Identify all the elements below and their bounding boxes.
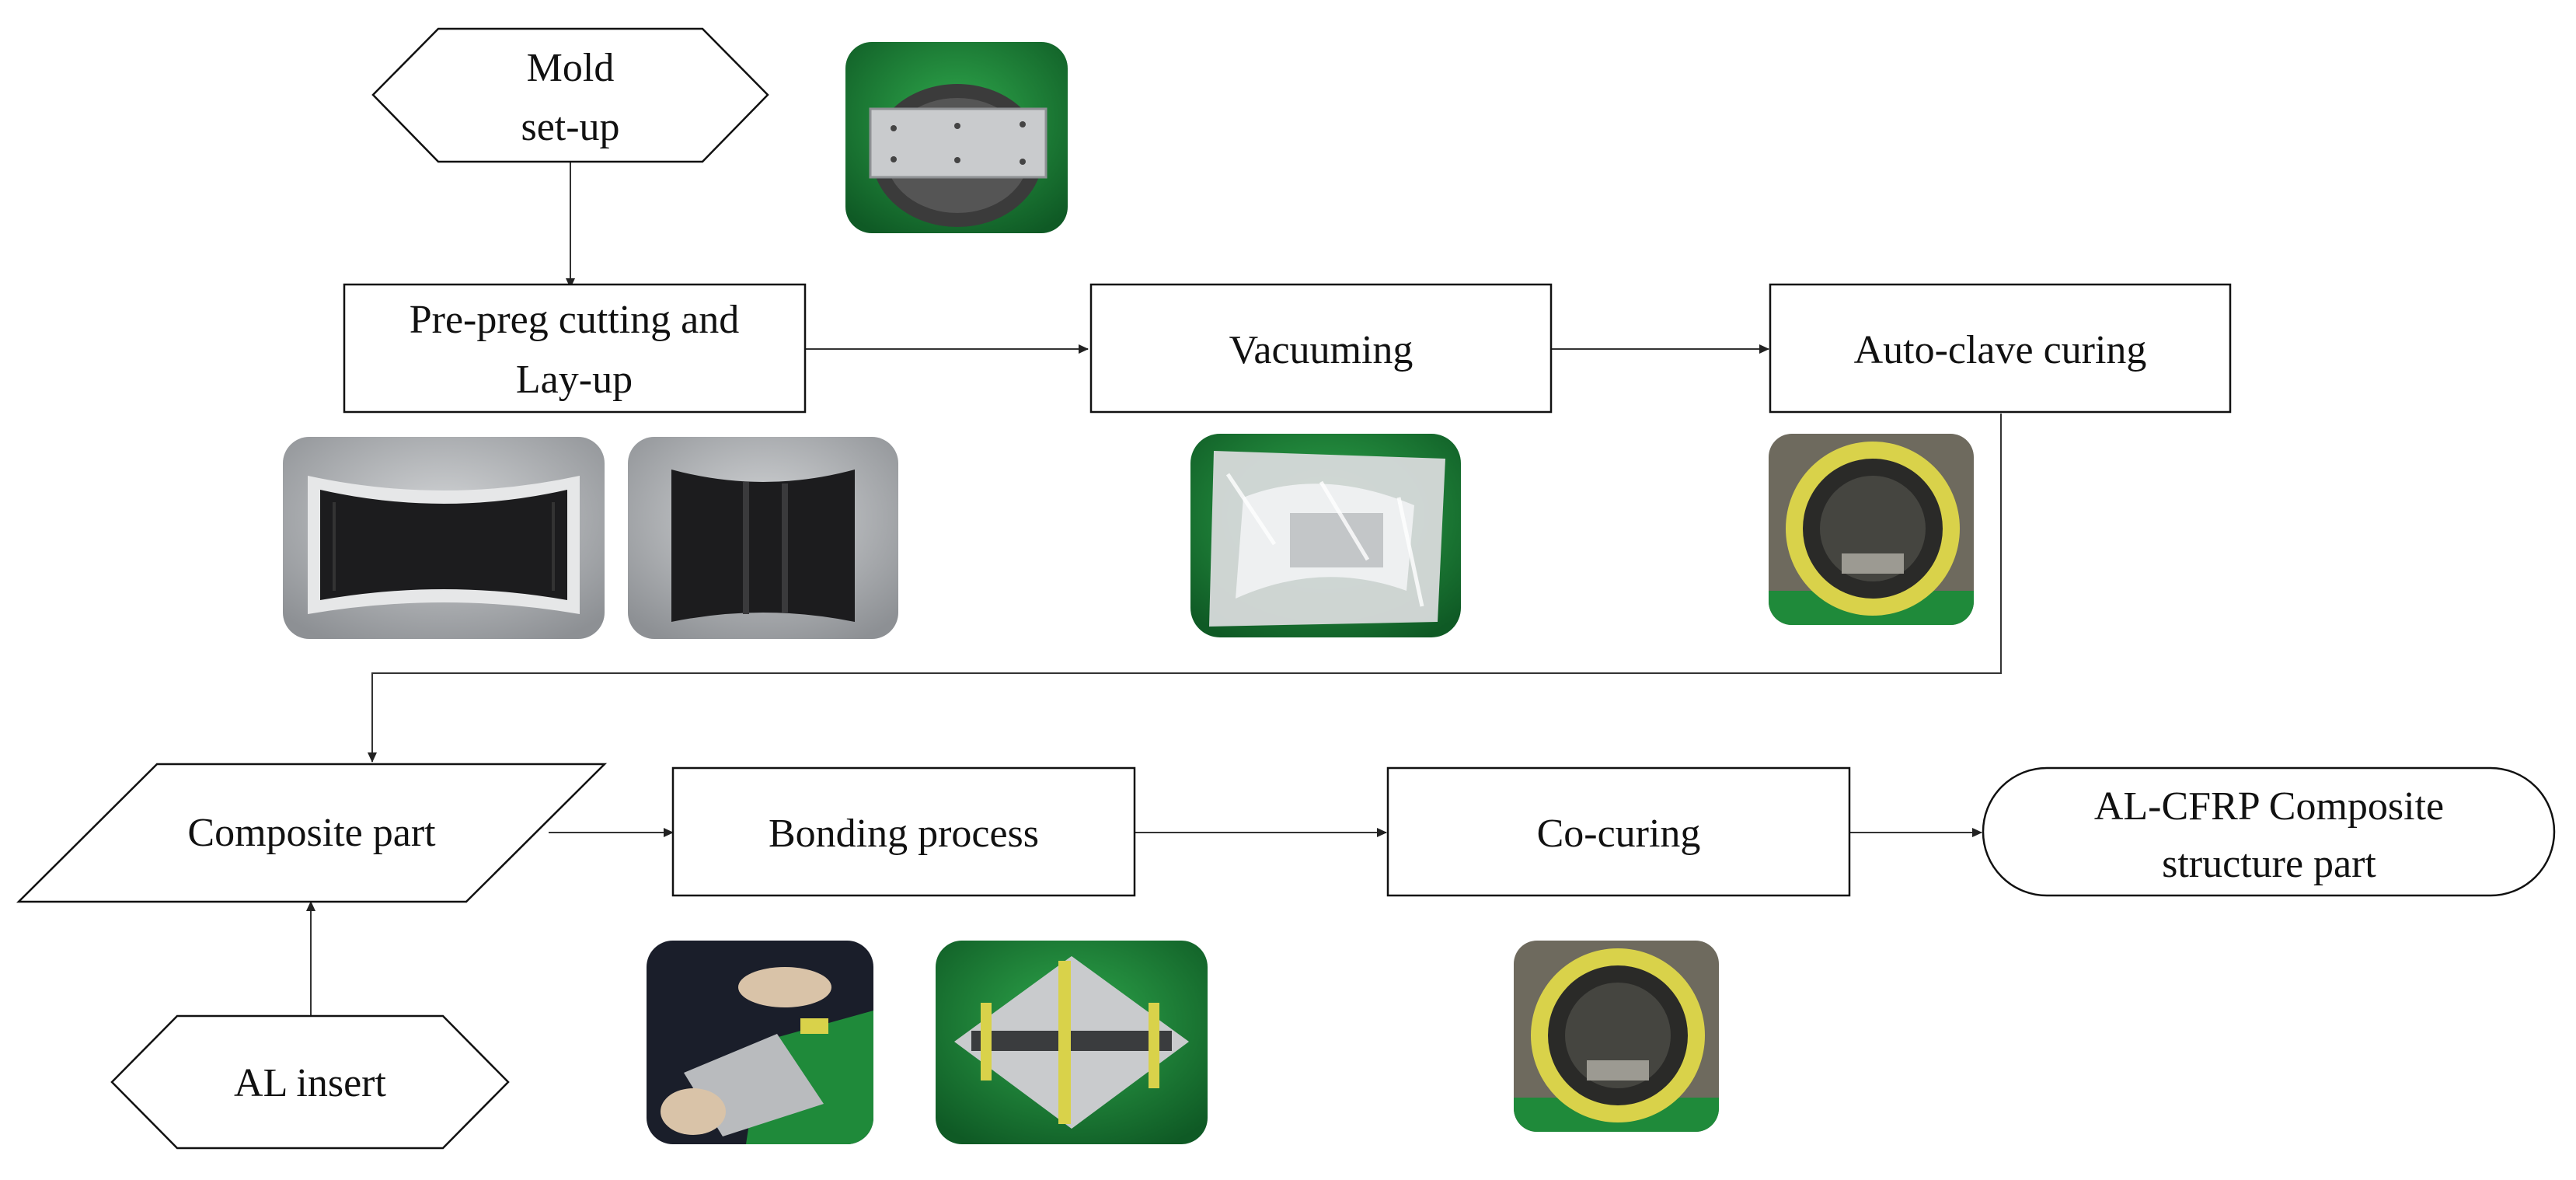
photo-layup-2 [628,437,898,639]
hexagon-shape [110,1014,510,1150]
prepreg-line2: Lay-up [516,358,633,402]
photo-vacuum-bag [1190,434,1461,637]
photo-mold [845,42,1068,233]
process-box [671,766,1136,897]
node-al-insert: AL insert [110,1014,510,1150]
parallelogram-shape [16,763,608,903]
process-box [1769,283,2232,414]
cocuring-label: Co-curing [1537,812,1701,856]
node-bonding: Bonding process [671,766,1136,897]
node-vacuuming: Vacuuming [1089,283,1553,414]
photo-autoclave-2 [1514,941,1719,1132]
photo-autoclave-1 [1769,434,1974,625]
connectors [306,162,2002,1015]
prepreg-line1: Pre-preg cutting and [410,298,740,342]
node-composite-part: Composite part [16,763,608,903]
node-autoclave: Auto-clave curing [1769,283,2232,414]
hexagon-shape [371,27,769,163]
node-mold-setup: Mold set-up [371,27,769,163]
al-insert-label: AL insert [234,1061,386,1105]
photo-layup-1 [283,437,605,639]
mold-setup-line1: Mold [527,46,615,90]
node-prepreg: Pre-preg cutting and Lay-up [343,283,807,414]
node-cocuring: Co-curing [1386,766,1851,897]
arrow-autoclave-to-composite [368,414,2002,763]
vacuuming-label: Vacuuming [1229,328,1413,372]
photo-bonding-2 [936,941,1208,1144]
process-box [1089,283,1553,414]
photo-bonding-1 [647,941,873,1144]
process-box [1386,766,1851,897]
mold-setup-line2: set-up [521,105,619,149]
autoclave-label: Auto-clave curing [1854,328,2147,372]
process-box [343,283,807,414]
terminator-shape [1982,766,2556,897]
node-final-part: AL-CFRP Composite structure part [1982,766,2556,897]
composite-part-label: Composite part [187,811,436,855]
bonding-label: Bonding process [769,812,1039,856]
final-line2: structure part [2162,842,2376,886]
final-line1: AL-CFRP Composite [2094,784,2444,829]
